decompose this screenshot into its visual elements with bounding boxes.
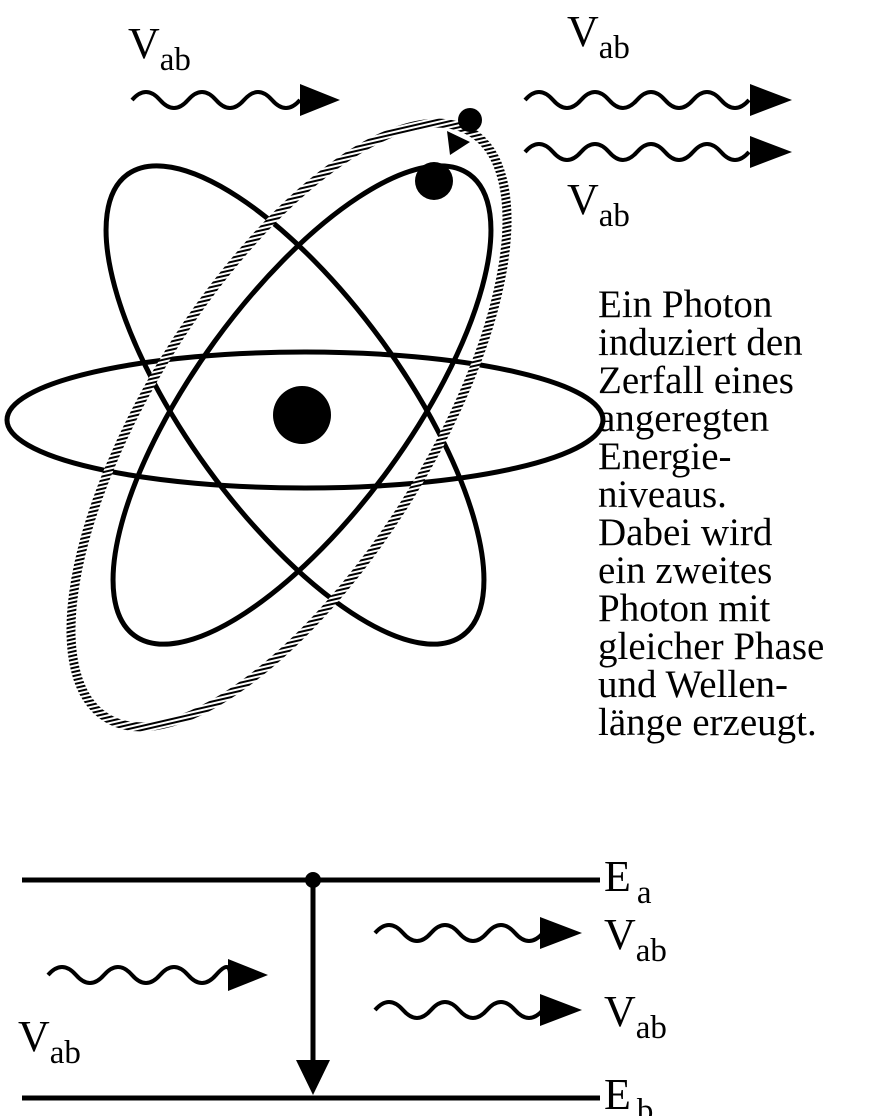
description-line: Zerfall eines bbox=[598, 359, 794, 402]
photon-label-outgoing-top-1: Vab bbox=[567, 7, 630, 66]
description-line: angeregten bbox=[598, 397, 770, 440]
transition-arrowhead bbox=[296, 1060, 330, 1095]
photon-label-outgoing-top-2: Vab bbox=[567, 175, 630, 234]
description-line: länge erzeugt. bbox=[598, 701, 817, 744]
electron-ground bbox=[415, 162, 453, 200]
outgoing-photon-top-1 bbox=[523, 84, 792, 116]
electron-excited bbox=[458, 108, 482, 132]
electron-transition-arrow bbox=[447, 131, 470, 155]
outgoing-photon-top-2 bbox=[523, 136, 792, 168]
right-tilted-orbit bbox=[110, 163, 494, 647]
nucleus bbox=[273, 386, 331, 444]
description-line: Energie- bbox=[598, 435, 732, 478]
description-line: niveaus. bbox=[598, 473, 727, 516]
photon-label-outgoing-bottom-2: Vab bbox=[604, 987, 667, 1046]
description-line: Ein Photon bbox=[598, 283, 773, 326]
description-line: ein zweites bbox=[598, 549, 773, 592]
description-line: gleicher Phase bbox=[598, 625, 825, 668]
incoming-photon-bottom bbox=[46, 959, 268, 991]
description-line: und Wellen- bbox=[598, 663, 789, 706]
description-line: induziert den bbox=[598, 321, 803, 364]
photon-label-incoming-bottom: Vab bbox=[18, 1012, 81, 1071]
energy-level-diagram bbox=[22, 872, 600, 1101]
outgoing-photon-bottom-2 bbox=[373, 994, 582, 1026]
description-line: Dabei wird bbox=[598, 511, 773, 554]
description-line: Photon mit bbox=[598, 587, 771, 630]
incoming-photon-top bbox=[130, 84, 340, 116]
description-text: Ein Photon induziert den Zerfall eines a… bbox=[598, 283, 869, 744]
excited-orbit-hatched bbox=[66, 118, 512, 732]
atom bbox=[4, 108, 606, 732]
horizontal-orbit bbox=[4, 349, 606, 491]
photon-label-incoming-top: Vab bbox=[128, 19, 191, 78]
photon-label-outgoing-bottom-1: Vab bbox=[604, 910, 667, 969]
left-tilted-orbit bbox=[103, 163, 487, 647]
outgoing-photon-bottom-1 bbox=[373, 917, 582, 949]
